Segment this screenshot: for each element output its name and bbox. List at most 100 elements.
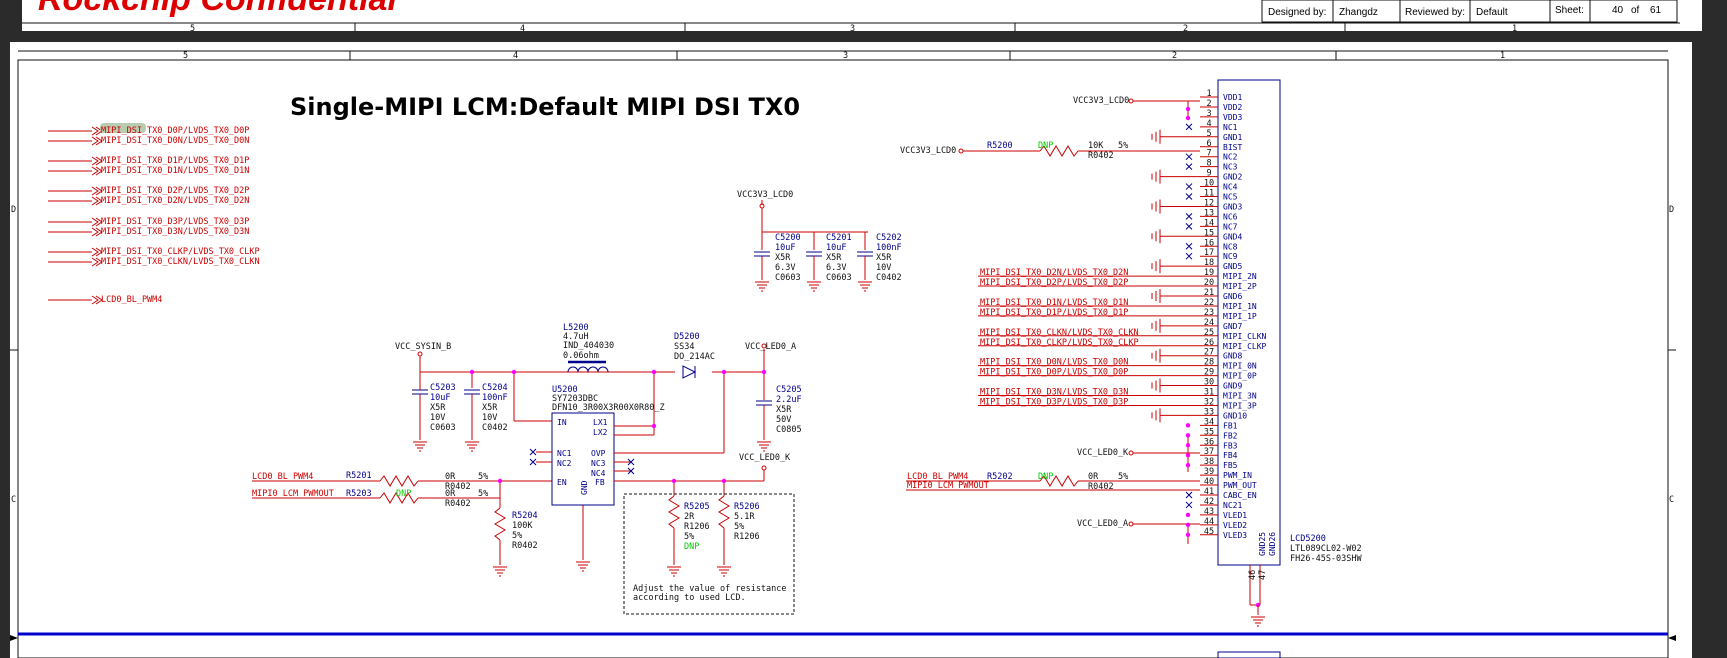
svg-text:DNP: DNP (1038, 472, 1053, 482)
svg-text:10uF: 10uF (430, 393, 450, 403)
svg-text:39: 39 (1204, 467, 1214, 477)
svg-text:FB3: FB3 (1223, 441, 1238, 450)
svg-text:5.1R: 5.1R (734, 512, 755, 522)
svg-text:7: 7 (1206, 149, 1211, 159)
svg-text:EN: EN (557, 478, 567, 487)
svg-text:R5200: R5200 (987, 141, 1013, 151)
svg-text:GND6: GND6 (1223, 292, 1242, 301)
svg-text:X5R: X5R (482, 403, 498, 413)
confidential-watermark: Rockchip Confidential (38, 0, 398, 18)
designed-by-label: Designed by: (1268, 7, 1326, 18)
svg-text:MIPI0_LCM_PWMOUT: MIPI0_LCM_PWMOUT (252, 489, 334, 499)
svg-text:5: 5 (1206, 129, 1211, 139)
svg-text:11: 11 (1204, 189, 1214, 199)
svg-text:100nF: 100nF (482, 393, 508, 403)
svg-text:NC1: NC1 (1223, 123, 1238, 132)
svg-text:MIPI_2N: MIPI_2N (1223, 272, 1257, 281)
svg-text:R5206: R5206 (734, 502, 760, 512)
svg-text:C: C (1669, 495, 1674, 505)
svg-text:18: 18 (1204, 258, 1214, 268)
svg-text:100nF: 100nF (876, 243, 902, 253)
svg-text:X5R: X5R (776, 405, 792, 415)
svg-text:3: 3 (1206, 109, 1211, 119)
svg-text:3: 3 (843, 51, 848, 61)
svg-text:VDD1: VDD1 (1223, 93, 1242, 102)
svg-text:R1206: R1206 (734, 532, 760, 542)
svg-text:13: 13 (1204, 208, 1214, 218)
svg-text:5%: 5% (478, 489, 488, 499)
svg-text:C: C (11, 495, 16, 505)
svg-text:GND2: GND2 (1223, 173, 1242, 182)
svg-text:R0402: R0402 (512, 541, 538, 551)
svg-text:FB2: FB2 (1223, 431, 1238, 440)
svg-text:MIPI_DSI_TX0_D0N/LVDS_TX0_D0N: MIPI_DSI_TX0_D0N/LVDS_TX0_D0N (980, 358, 1128, 368)
sheet-page (10, 42, 1692, 658)
svg-text:C5204: C5204 (482, 383, 508, 393)
svg-text:0R: 0R (1088, 472, 1099, 482)
designer-name: Zhangdz (1339, 7, 1378, 18)
svg-text:9: 9 (1206, 169, 1211, 179)
svg-text:MIPI_0N: MIPI_0N (1223, 362, 1257, 371)
svg-text:33: 33 (1204, 407, 1214, 417)
svg-text:X5R: X5R (775, 253, 791, 263)
svg-text:C5200: C5200 (775, 233, 801, 243)
svg-text:MIPI_DSI_TX0_D0P/LVDS_TX0_D0P: MIPI_DSI_TX0_D0P/LVDS_TX0_D0P (980, 368, 1128, 378)
svg-text:1: 1 (1206, 89, 1211, 99)
svg-text:41: 41 (1204, 487, 1214, 497)
svg-text:29: 29 (1204, 368, 1214, 378)
svg-text:NC3: NC3 (1223, 163, 1238, 172)
svg-text:MIPI_DSI_TX0_CLKP/LVDS_TX0_CLK: MIPI_DSI_TX0_CLKP/LVDS_TX0_CLKP (980, 338, 1139, 348)
svg-text:5%: 5% (1118, 472, 1128, 482)
title-block: Designed by: Zhangdz Reviewed by: Defaul… (1262, 0, 1677, 22)
svg-text:C0603: C0603 (775, 273, 801, 283)
svg-text:10V: 10V (482, 413, 497, 423)
svg-text:LX2: LX2 (593, 428, 608, 437)
svg-text:6: 6 (1206, 139, 1211, 149)
svg-text:SS34: SS34 (674, 342, 694, 352)
svg-text:MIPI_3P: MIPI_3P (1223, 401, 1257, 410)
svg-text:VCC_LED0_K: VCC_LED0_K (1077, 448, 1129, 458)
svg-text:MIPI_DSI_TX0_D3P/LVDS_TX0_D3P: MIPI_DSI_TX0_D3P/LVDS_TX0_D3P (980, 397, 1128, 407)
svg-text:12: 12 (1204, 198, 1214, 208)
svg-text:LTL089CL02-W02: LTL089CL02-W02 (1290, 544, 1362, 554)
port-label: MIPI_DSI_TX0_CLKN/LVDS_TX0_CLKN (101, 257, 260, 267)
svg-text:GND4: GND4 (1223, 232, 1242, 241)
svg-text:X5R: X5R (826, 253, 842, 263)
rail-label-led-k: VCC_LED0_K (739, 453, 791, 463)
svg-text:27: 27 (1204, 348, 1214, 358)
svg-text:MIPI_DSI_TX0_D1P/LVDS_TX0_D1P: MIPI_DSI_TX0_D1P/LVDS_TX0_D1P (980, 308, 1128, 318)
svg-text:GND7: GND7 (1223, 322, 1242, 331)
svg-text:23: 23 (1204, 308, 1214, 318)
svg-text:FB4: FB4 (1223, 451, 1238, 460)
svg-text:MIPI_CLKP: MIPI_CLKP (1223, 342, 1267, 351)
svg-text:C5202: C5202 (876, 233, 902, 243)
svg-text:4: 4 (1206, 119, 1211, 129)
svg-text:C0603: C0603 (430, 423, 456, 433)
port-label: MIPI_DSI_TX0_CLKP/LVDS_TX0_CLKP (101, 247, 260, 257)
svg-text:14: 14 (1204, 218, 1214, 228)
svg-text:2R: 2R (684, 512, 695, 522)
svg-text:according to used LCD.: according to used LCD. (633, 593, 746, 603)
schematic-title: Single-MIPI LCM:Default MIPI DSI TX0 (290, 93, 800, 121)
svg-text:GND1: GND1 (1223, 133, 1242, 142)
svg-text:5: 5 (183, 51, 188, 61)
svg-text:R5201: R5201 (346, 471, 372, 481)
svg-text:PWM_OUT: PWM_OUT (1223, 481, 1257, 490)
port-label: MIPI_DSI_TX0_D2N/LVDS_TX0_D2N (101, 196, 249, 206)
svg-text:0R: 0R (445, 472, 456, 482)
port-label: MIPI_DSI_TX0_D1N/LVDS_TX0_D1N (101, 166, 249, 176)
sheet-total: 61 (1650, 5, 1662, 16)
svg-text:32: 32 (1204, 397, 1214, 407)
svg-text:1: 1 (1512, 24, 1517, 34)
svg-text:5: 5 (190, 24, 195, 34)
svg-text:NC1: NC1 (557, 449, 572, 458)
svg-text:NC6: NC6 (1223, 212, 1238, 221)
sheet-number: 40 (1612, 5, 1624, 16)
port-label: MIPI_DSI_TX0_D0P/LVDS_TX0_D0P (101, 126, 249, 136)
svg-text:MIPI_CLKN: MIPI_CLKN (1223, 332, 1267, 341)
svg-text:10V: 10V (430, 413, 445, 423)
svg-text:MIPI_DSI_TX0_D1N/LVDS_TX0_D1N: MIPI_DSI_TX0_D1N/LVDS_TX0_D1N (980, 298, 1128, 308)
svg-text:GND25: GND25 (1258, 532, 1267, 556)
svg-text:LCD5200: LCD5200 (1290, 534, 1326, 544)
svg-text:NC7: NC7 (1223, 222, 1238, 231)
